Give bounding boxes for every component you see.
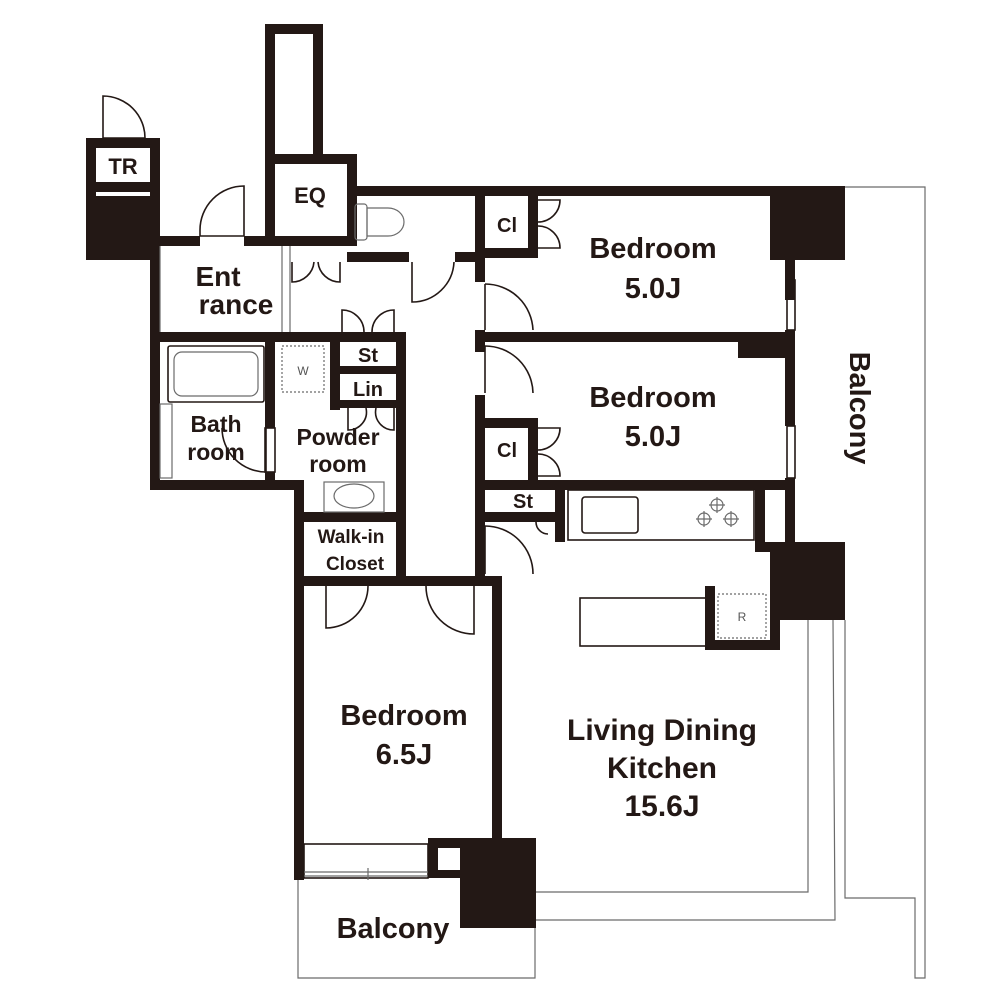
label-tr: TR xyxy=(108,154,137,179)
balcony-right-outline xyxy=(535,186,926,979)
shower-panel xyxy=(159,403,173,479)
label-ldk-1: Living Dining xyxy=(567,714,757,747)
windows xyxy=(303,279,796,880)
label-bedroom-top-1: Bedroom xyxy=(589,233,716,265)
label-walkin-1: Walk-in xyxy=(318,527,385,548)
doors xyxy=(102,95,561,635)
label-bedroom-mid-2: 5.0J xyxy=(625,421,681,453)
label-bedroom-mid-1: Bedroom xyxy=(589,382,716,414)
label-entrance-2: rance xyxy=(199,289,274,320)
label-powder-1: Powder xyxy=(296,424,379,450)
label-balcony-right: Balcony xyxy=(843,352,875,465)
label-ldk-3: 15.6J xyxy=(624,790,699,823)
label-st-upper: St xyxy=(358,345,378,367)
toilet-icon xyxy=(354,203,405,241)
bathtub-icon xyxy=(167,345,265,403)
fridge: R xyxy=(717,593,767,639)
balcony-bottom-outline xyxy=(297,880,536,979)
room-labels: TR EQ Ent rance Bath room Powder room St… xyxy=(108,154,875,945)
label-ldk-2: Kitchen xyxy=(607,752,717,785)
label-st-kitchen: St xyxy=(513,491,533,513)
label-powder-2: room xyxy=(309,451,367,477)
washbasin-icon xyxy=(323,481,385,513)
stove-icon xyxy=(696,497,739,527)
label-bedroom-bottom-2: 6.5J xyxy=(376,739,432,771)
label-cl-lower: Cl xyxy=(497,440,517,462)
label-bedroom-top-2: 5.0J xyxy=(625,273,681,305)
fixtures: W R xyxy=(159,203,767,647)
kitchen-counter xyxy=(567,489,755,541)
label-entrance-1: Ent xyxy=(195,261,240,292)
label-walkin-2: Closet xyxy=(326,554,385,575)
label-eq: EQ xyxy=(294,183,326,208)
label-bedroom-bottom-1: Bedroom xyxy=(340,700,467,732)
label-balcony-bottom: Balcony xyxy=(337,913,450,945)
label-bath-1: Bath xyxy=(190,411,241,437)
walls xyxy=(86,24,845,928)
svg-text:W: W xyxy=(297,364,309,378)
kitchen-island xyxy=(579,597,707,647)
label-bath-2: room xyxy=(187,439,245,465)
washer: W xyxy=(281,345,325,393)
label-cl-upper: Cl xyxy=(497,215,517,237)
svg-text:R: R xyxy=(738,610,747,624)
label-lin: Lin xyxy=(353,379,383,401)
